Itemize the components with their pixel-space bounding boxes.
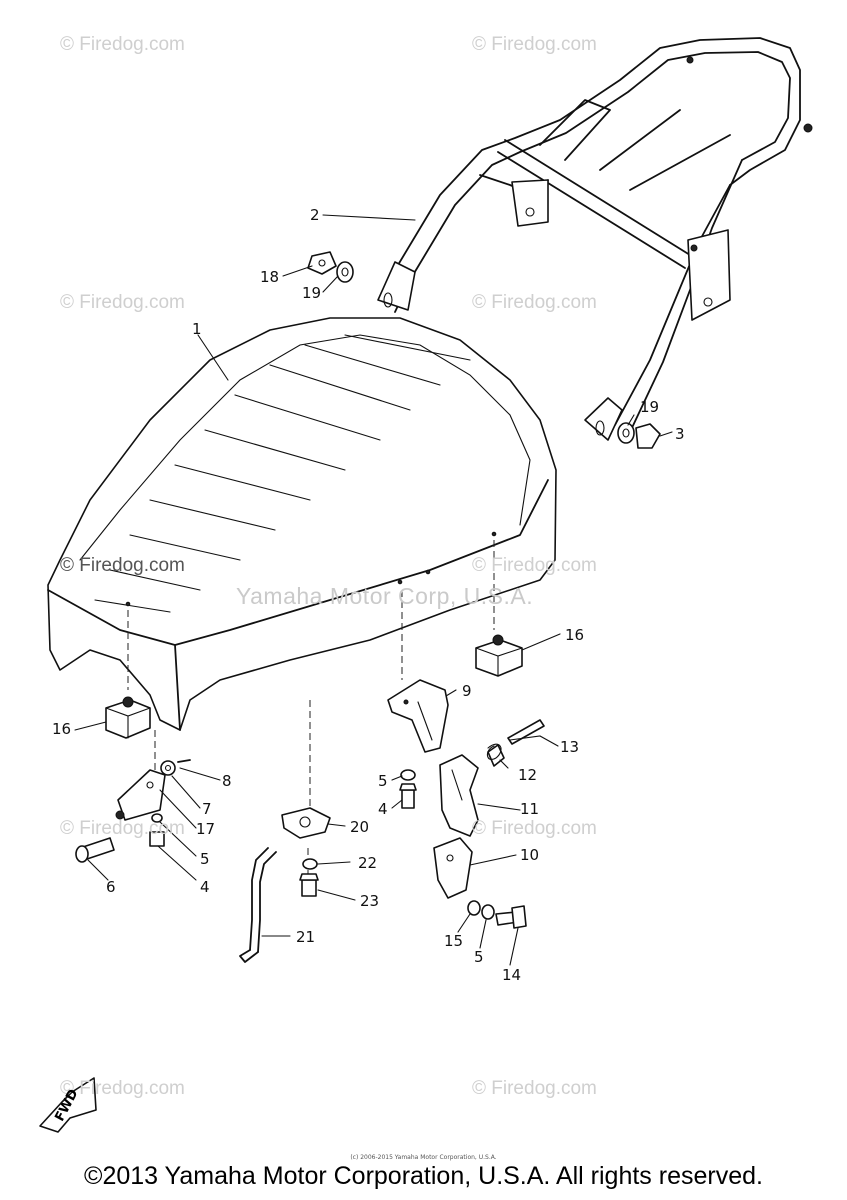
callout-18: 18	[260, 268, 280, 286]
callout-15: 15	[444, 932, 464, 950]
watermark: © Firedog.com	[472, 34, 597, 55]
seat	[47, 317, 557, 731]
watermark: © Firedog.com	[472, 292, 597, 313]
watermark: © Firedog.com	[472, 1078, 597, 1099]
watermark: © Firedog.com	[60, 292, 185, 313]
dampers	[105, 634, 523, 739]
corporation-watermark: Yamaha Motor Corp, U.S.A.	[236, 583, 534, 609]
callout-8: 8	[222, 772, 232, 790]
grab-rail	[377, 37, 813, 441]
watermark: © Firedog.com	[60, 818, 185, 839]
callout-5: 5	[200, 850, 210, 868]
callout-23: 23	[360, 892, 380, 910]
callout-7: 7	[202, 800, 212, 818]
callout-9: 9	[462, 682, 472, 700]
callout-4: 4	[200, 878, 210, 896]
seat-hook	[239, 807, 331, 963]
left-bracket	[75, 759, 191, 863]
callout-3: 3	[675, 425, 685, 443]
callout-16: 16	[565, 626, 585, 644]
small-copyright: (c) 2006-2015 Yamaha Motor Corporation, …	[350, 1154, 497, 1161]
watermark: © Firedog.com	[60, 555, 185, 576]
callout-20: 20	[350, 818, 370, 836]
center-bracket	[387, 679, 449, 809]
copyright-footer: ©2013 Yamaha Motor Corporation, U.S.A. A…	[84, 1162, 763, 1190]
callout-17: 17	[196, 820, 216, 838]
watermark: © Firedog.com	[472, 818, 597, 839]
callout-13: 13	[560, 738, 580, 756]
callout-5: 5	[378, 772, 388, 790]
callout-11: 11	[520, 800, 540, 818]
watermark: © Firedog.com	[60, 1078, 185, 1099]
callout-22: 22	[358, 854, 378, 872]
watermark: © Firedog.com	[472, 555, 597, 576]
callout-1: 1	[192, 320, 202, 338]
callout-6: 6	[106, 878, 116, 896]
callout-10: 10	[520, 846, 540, 864]
fwd-arrow	[39, 1077, 97, 1133]
callout-19: 19	[640, 398, 660, 416]
callout-2: 2	[310, 206, 320, 224]
callout-4: 4	[378, 800, 388, 818]
callout-19: 19	[302, 284, 322, 302]
callout-14: 14	[502, 966, 522, 984]
assembly-lines	[127, 540, 495, 880]
seat-lock	[433, 719, 545, 929]
callout-12: 12	[518, 766, 538, 784]
callout-5: 5	[474, 948, 484, 966]
callout-16: 16	[52, 720, 72, 738]
watermark: © Firedog.com	[60, 34, 185, 55]
callout-21: 21	[296, 928, 316, 946]
leader-lines	[74, 214, 673, 966]
rail-hardware	[307, 251, 661, 449]
